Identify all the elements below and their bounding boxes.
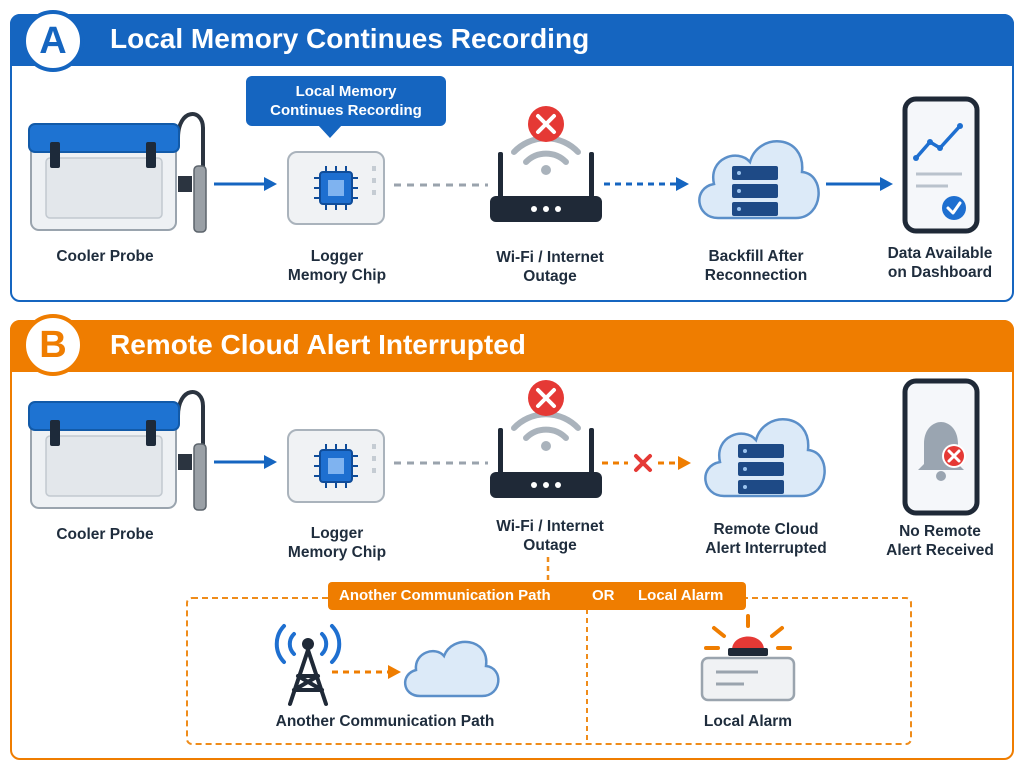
cooler-label-a: Cooler Probe — [56, 248, 154, 265]
arrow-cooler-logger-a — [214, 177, 277, 191]
cloud-icon — [404, 640, 500, 698]
arrow-cooler-logger-b — [214, 455, 277, 469]
options-connector — [546, 557, 550, 585]
callout-pointer — [318, 125, 342, 138]
dashboard-label: Data Available on Dashboard — [887, 245, 993, 281]
wifi-label-a: Wi-Fi / Internet Outage — [496, 249, 604, 285]
cloud-server-icon — [704, 418, 826, 498]
option-or: OR — [592, 587, 615, 604]
cloud-server-icon — [698, 140, 820, 220]
alarm-option-label: Local Alarm — [703, 713, 793, 730]
backfill-label: Backfill After Reconnection — [704, 248, 808, 284]
options-divider — [586, 600, 588, 742]
cooler-icon — [28, 390, 207, 511]
dashed-link-logger-router-b — [394, 461, 488, 465]
arrow-cloud-dashboard — [826, 177, 893, 191]
phone-label-b: No Remote Alert Received — [886, 523, 994, 559]
chip-icon — [287, 151, 385, 225]
option-path-title: Another Communication Path — [339, 587, 551, 604]
alarm-icon — [700, 614, 796, 702]
panel-b-badge: B — [22, 314, 84, 376]
cooler-icon — [28, 112, 207, 233]
panel-b-banner: Remote Cloud Alert Interrupted — [10, 320, 1014, 372]
option-alarm-title: Local Alarm — [638, 587, 724, 604]
phone-chart-icon — [902, 96, 980, 234]
logger-label-a: Logger Memory Chip — [287, 248, 387, 284]
panel-a-title: Local Memory Continues Recording — [110, 23, 590, 54]
callout-local-memory: Local Memory Continues Recording — [246, 76, 446, 126]
cloud-label-b: Remote Cloud Alert Interrupted — [705, 521, 827, 557]
wifi-label-b: Wi-Fi / Internet Outage — [496, 518, 604, 554]
dashed-link-logger-router-a — [394, 183, 488, 187]
interrupted-link-icon — [602, 454, 691, 472]
chip-icon — [287, 429, 385, 503]
options-bar: Another Communication Path OR Local Alar… — [328, 582, 746, 610]
phone-bell-icon — [902, 378, 980, 516]
panel-a-banner: Local Memory Continues Recording — [10, 14, 1014, 66]
router-icon — [490, 380, 602, 498]
cell-tower-icon — [274, 624, 342, 706]
cooler-label-b: Cooler Probe — [56, 526, 154, 543]
panel-a-badge: A — [22, 10, 84, 72]
logger-label-b: Logger Memory Chip — [287, 525, 387, 561]
dashed-arrow-router-cloud-a — [604, 177, 689, 191]
router-icon — [490, 106, 602, 222]
panel-b-title: Remote Cloud Alert Interrupted — [110, 329, 526, 360]
arrow-tower-cloud — [332, 665, 401, 679]
path-option-label: Another Communication Path — [275, 713, 495, 730]
